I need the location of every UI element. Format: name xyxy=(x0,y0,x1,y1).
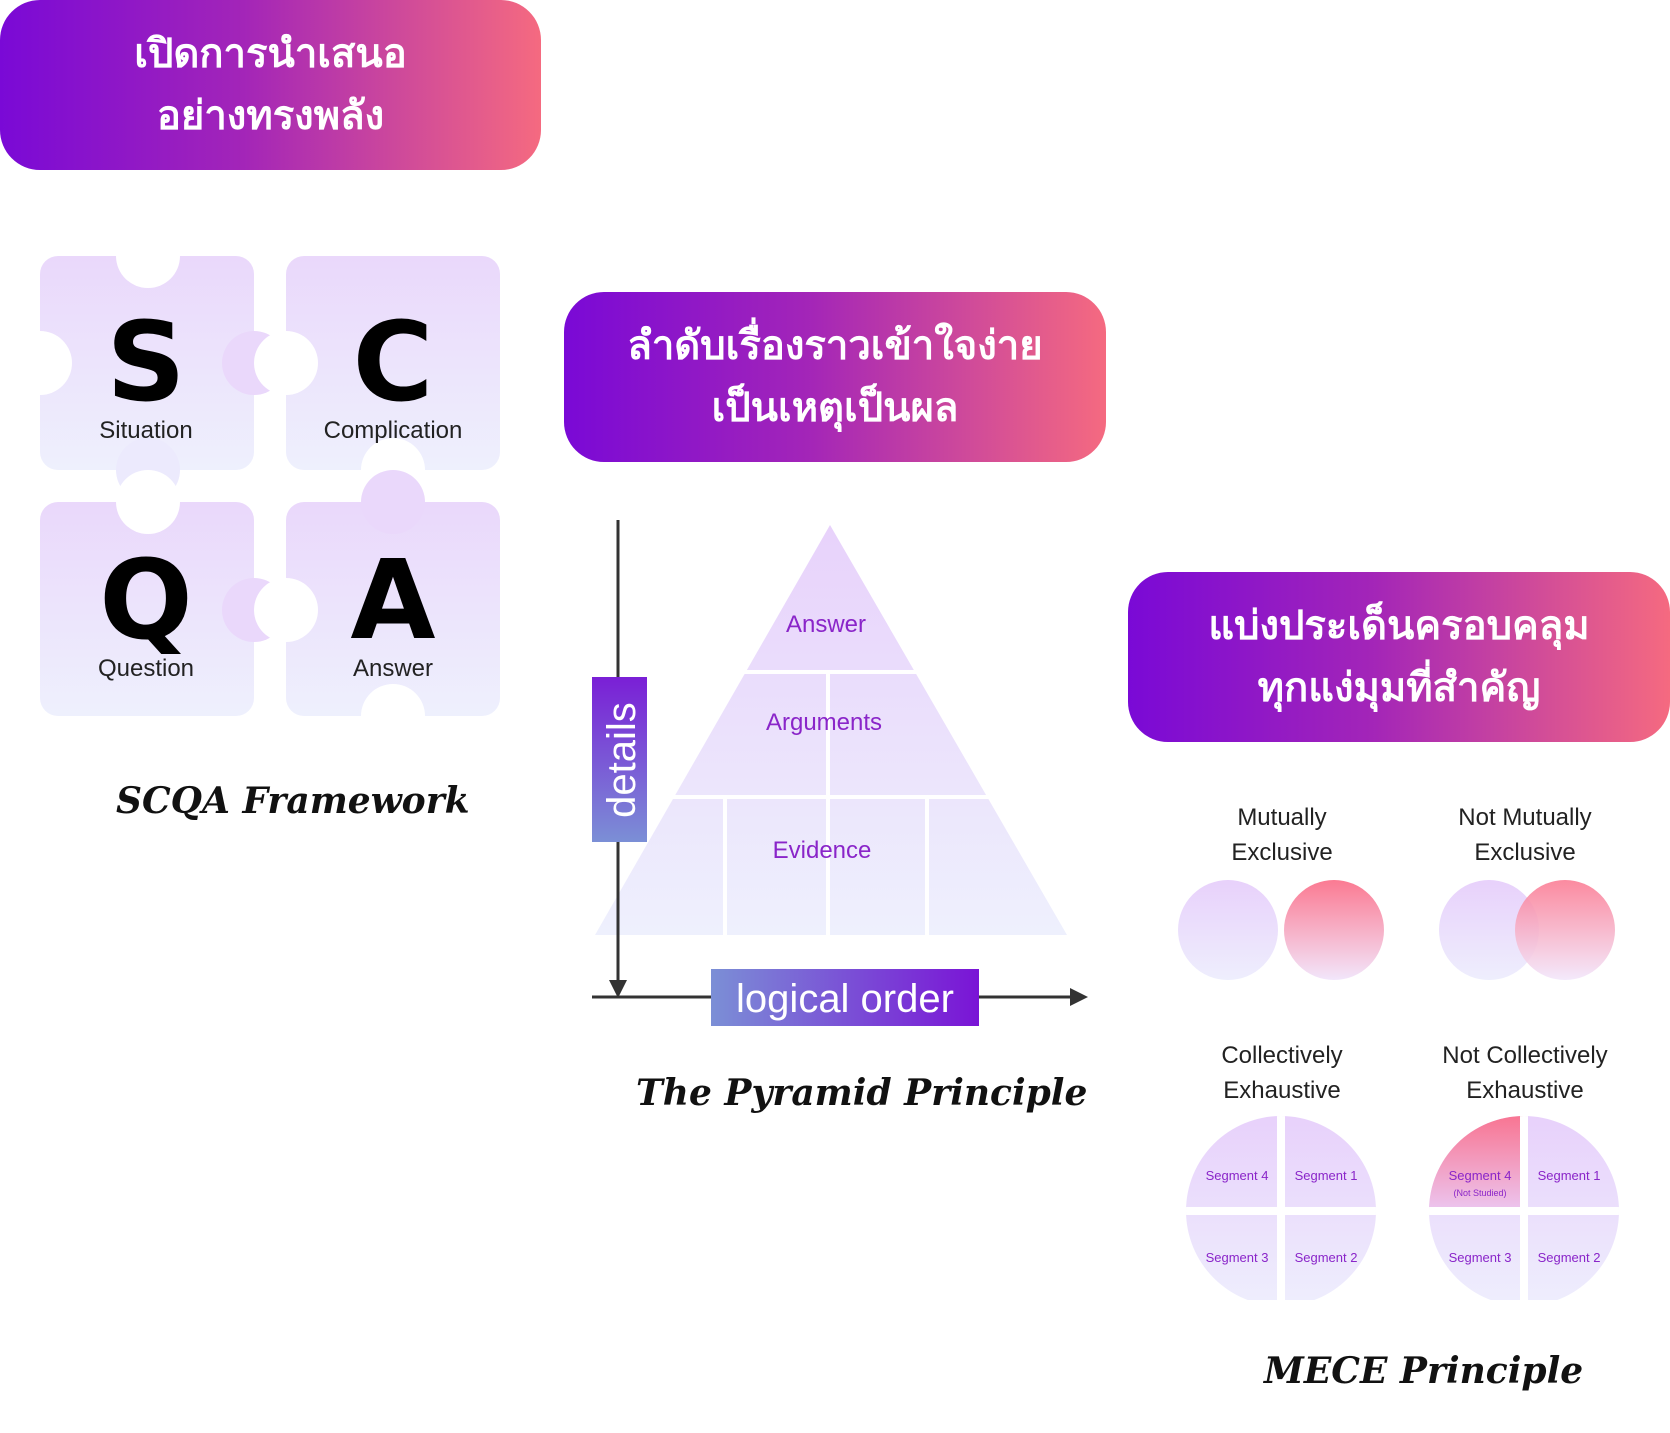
pyramid-title-line-1: ลำดับเรื่องราวเข้าใจง่าย xyxy=(627,323,1043,369)
me-circle-left xyxy=(1178,880,1278,980)
main-title-line-2: อย่างทรงพลัง xyxy=(156,93,385,139)
nme-circle-left xyxy=(1439,880,1539,980)
scqa-caption: SCQA Framework xyxy=(116,780,470,822)
pyramid-title-banner: ลำดับเรื่องราวเข้าใจง่าย เป็นเหตุเป็นผล xyxy=(564,292,1106,462)
horizontal-axis-arrow xyxy=(1070,988,1088,1006)
ce-segment-2: Segment 2 xyxy=(1295,1250,1358,1265)
scqa-puzzle: S Situation C Complication Q Question A … xyxy=(8,240,500,720)
mece-caption: MECE Principle xyxy=(1264,1350,1584,1392)
pyramid-shape xyxy=(595,525,1067,935)
letter-a: A xyxy=(350,536,435,664)
label-complication: Complication xyxy=(324,417,463,444)
nme-circle-right xyxy=(1515,880,1615,980)
not-mutually-exclusive-heading: Not Mutually Exclusive xyxy=(1458,804,1592,866)
pyramid-caption: The Pyramid Principle xyxy=(636,1072,1088,1114)
pyramid-title-line-2: เป็นเหตุเป็นผล xyxy=(711,385,959,431)
letter-q: Q xyxy=(99,536,193,664)
mece-title-banner: แบ่งประเด็นครอบคลุม ทุกแง่มุมที่สำคัญ xyxy=(1128,572,1670,742)
ce-segment-4: Segment 4 xyxy=(1206,1168,1269,1183)
puzzle-piece-question: Q Question xyxy=(40,470,286,716)
nce-quartered-circle xyxy=(1429,1116,1619,1300)
ce-quartered-circle xyxy=(1186,1116,1376,1300)
main-title-line-1: เปิดการนำเสนอ xyxy=(134,31,407,77)
pyramid-level-answer: Answer xyxy=(786,611,866,638)
letter-c: C xyxy=(353,298,434,426)
mece-title-line-1: แบ่งประเด็นครอบคลุม xyxy=(1208,603,1590,649)
puzzle-piece-answer: A Answer xyxy=(254,470,500,720)
puzzle-piece-situation: S Situation xyxy=(8,240,286,502)
logical-order-axis-label: logical order xyxy=(736,977,954,1021)
not-collectively-exhaustive-heading: Not Collectively Exhaustive xyxy=(1442,1042,1608,1104)
ce-segment-1: Segment 1 xyxy=(1295,1168,1358,1183)
pyramid-level-evidence: Evidence xyxy=(773,837,872,864)
nce-segment-2: Segment 2 xyxy=(1538,1250,1601,1265)
ce-segment-3: Segment 3 xyxy=(1206,1250,1269,1265)
mece-title-line-2: ทุกแง่มุมที่สำคัญ xyxy=(1257,665,1541,711)
nce-segment-3: Segment 3 xyxy=(1449,1250,1512,1265)
me-circle-right xyxy=(1284,880,1384,980)
label-answer: Answer xyxy=(353,655,433,682)
mutually-exclusive-heading: Mutually Exclusive xyxy=(1231,804,1333,866)
nce-segment-1: Segment 1 xyxy=(1538,1168,1601,1183)
vertical-axis-arrow xyxy=(609,980,627,998)
label-question: Question xyxy=(98,655,194,682)
pyramid-level-arguments: Arguments xyxy=(766,709,882,736)
details-axis-label: details xyxy=(600,702,644,818)
main-title-banner: เปิดการนำเสนอ อย่างทรงพลัง xyxy=(0,0,541,170)
nce-segment-4: Segment 4 xyxy=(1449,1168,1512,1183)
label-situation: Situation xyxy=(99,417,192,444)
collectively-exhaustive-heading: Collectively Exhaustive xyxy=(1221,1042,1343,1104)
mece-circles: Segment 4 Segment 1 Segment 3 Segment 2 … xyxy=(1178,880,1619,1300)
puzzle-piece-complication: C Complication xyxy=(254,256,500,502)
nce-not-studied-note: (Not Studied) xyxy=(1453,1188,1506,1198)
letter-s: S xyxy=(106,298,185,426)
pyramid-diagram: Answer Arguments Evidence details logica… xyxy=(592,520,1088,1026)
